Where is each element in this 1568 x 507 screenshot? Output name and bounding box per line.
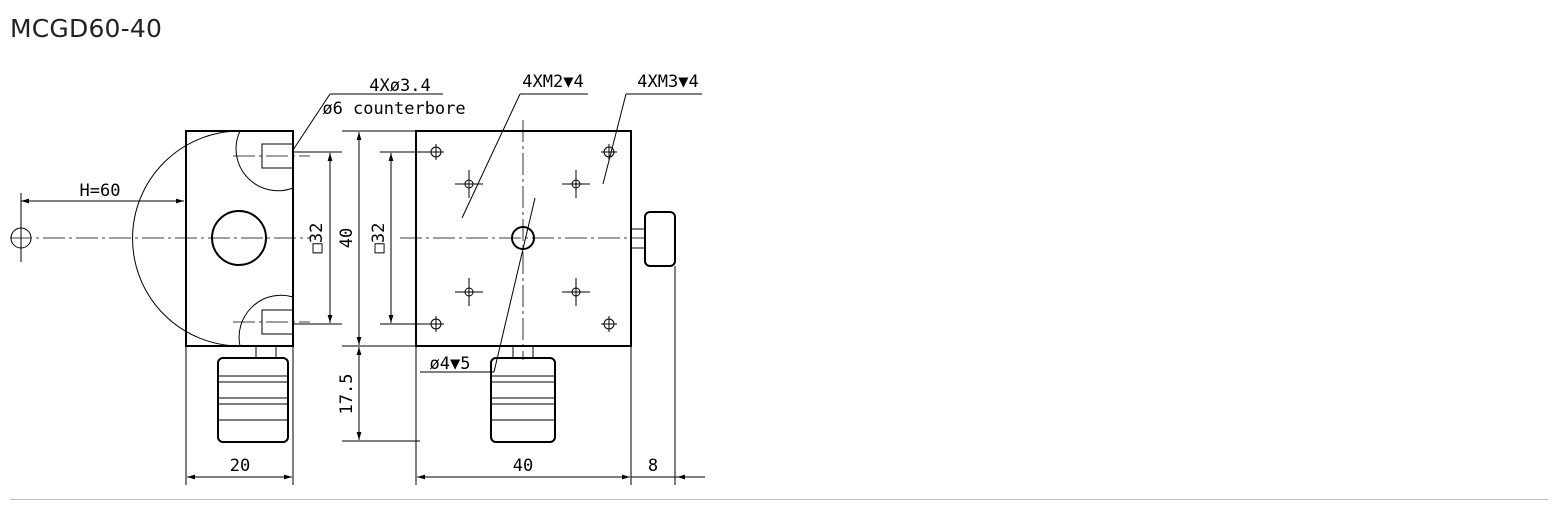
m2-tap-callout: 4XM2▼4 <box>522 72 583 92</box>
through-hole-callout: 4Xø3.4 <box>369 76 430 96</box>
side-width-dimension: 20 <box>230 456 250 476</box>
knob-dimension: 8 <box>648 456 658 476</box>
side-view-body <box>185 130 294 347</box>
center-hole-callout: ø4▼5 <box>430 354 471 374</box>
page-title: MCGD60-40 <box>10 14 163 43</box>
side-view <box>10 130 310 485</box>
divider <box>10 499 1548 500</box>
leader-lines <box>292 93 702 373</box>
height-40-dimension: 40 <box>337 228 357 248</box>
front-view-body <box>415 130 632 347</box>
front-right-knob <box>644 211 676 267</box>
side-upper-section <box>235 130 294 192</box>
middle-dimensions <box>293 130 440 442</box>
front-width-dimension: 40 <box>513 456 533 476</box>
offset-dimension: 17.5 <box>337 374 357 415</box>
front-bottom-knob <box>490 357 556 443</box>
side-knob <box>217 357 289 443</box>
annotation-text: 4Xø3.4 ø6 counterbore 4XM2▼4 4XM3▼4 ø4▼5… <box>80 72 699 476</box>
m3-holes <box>428 144 617 332</box>
m3-tap-callout: 4XM3▼4 <box>637 72 698 92</box>
front-view <box>400 120 705 485</box>
height-dimension: H=60 <box>80 181 121 201</box>
side-break-line <box>132 130 241 347</box>
side-lower-section <box>238 294 294 347</box>
m2-holes <box>455 170 590 306</box>
square-left-dimension: □32 <box>307 223 327 254</box>
counterbore-callout: ø6 counterbore <box>322 99 465 119</box>
square-right-dimension: □32 <box>369 223 389 254</box>
